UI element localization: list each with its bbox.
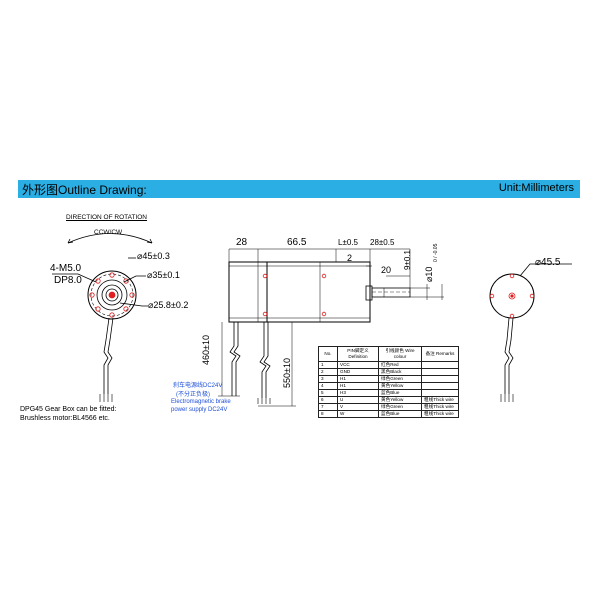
rotation-arrow: [67, 233, 153, 244]
gearbox-note-1: DPG45 Gear Box can be fitted:: [20, 406, 117, 413]
cell-definition: W: [337, 410, 379, 418]
cell-wire-colour: 黄色Yellow: [378, 396, 422, 404]
lead-main-length: 550±10: [282, 358, 292, 388]
cell-remarks: 粗线Thick wire: [421, 403, 459, 411]
cell-remarks: 粗线Thick wire: [421, 410, 459, 418]
cell-remarks: 粗线Thick wire: [421, 396, 459, 404]
unit-label: Unit:Millimeters: [498, 182, 574, 194]
cell-remarks: [421, 361, 459, 369]
cell-definition: V: [337, 403, 379, 411]
brake-note-en-1: Electromagnetic brake: [171, 399, 231, 405]
cell-definition: U: [337, 396, 379, 404]
dim-shaft-diameter: ⌀10: [424, 266, 434, 282]
cell-definition: H1: [337, 375, 379, 383]
dim-9: 9±0.1: [403, 250, 412, 270]
col-header-no: No.: [318, 346, 338, 362]
dim-shaft-tolerance: 0 / -0.05: [433, 243, 439, 262]
cell-remarks: [421, 375, 459, 383]
rotation-title: DIRECTION OF ROTATION: [66, 214, 148, 221]
dim-shaft-length: 28±0.5: [370, 238, 395, 247]
dim-20: 20: [381, 265, 392, 275]
col-header-wire-colour: 引线颜色 Wire colour: [378, 346, 422, 362]
section-title: 外形图Outline Drawing:: [22, 183, 147, 197]
brake-note-cn-1: 刹车电源线DC24V: [173, 383, 223, 389]
cell-no: 6: [318, 396, 338, 404]
depth-label: DP8.0: [54, 275, 82, 286]
brake-note-en-2: power supply DC24V: [171, 407, 228, 413]
rear-view: [489, 263, 572, 402]
lead-brake-length: 460±10: [201, 335, 211, 365]
cell-no: 4: [318, 382, 338, 390]
cell-definition: H1: [337, 382, 379, 390]
cell-no: 7: [318, 403, 338, 411]
table-header-row: No. PIN脚定义 Definition 引线颜色 Wire colour 备…: [318, 346, 459, 362]
pcd-label: ⌀45±0.3: [137, 251, 170, 261]
dim-l: L±0.5: [338, 238, 358, 247]
cell-remarks: [421, 389, 459, 397]
dim-28: 28: [236, 237, 248, 248]
section-header-bar: 外形图Outline Drawing: Unit:Millimeters: [18, 180, 580, 198]
cell-no: 5: [318, 389, 338, 397]
gearbox-note-2: Brushless motor:BL4566 etc.: [20, 415, 110, 422]
side-view: [218, 248, 444, 407]
cell-wire-colour: 黄色Yellow: [378, 382, 422, 390]
cell-no: 1: [318, 361, 338, 369]
cell-wire-colour: 蓝色Blue: [378, 410, 422, 418]
cell-remarks: [421, 382, 459, 390]
cell-definition: H3: [337, 389, 379, 397]
cell-wire-colour: 绿色Green: [378, 403, 422, 411]
pilot-diameter-label: ⌀35±0.1: [147, 270, 180, 280]
thread-label: 4-M5.0: [50, 263, 82, 274]
col-header-definition: PIN脚定义 Definition: [337, 346, 379, 362]
cell-wire-colour: 蓝色Blue: [378, 389, 422, 397]
cell-wire-colour: 红色Red: [378, 361, 422, 369]
front-view: [52, 233, 153, 402]
cell-definition: VCC: [337, 361, 379, 369]
col-header-remarks: 备注 Remarks: [421, 346, 459, 362]
rear-diameter-label: ⌀45.5: [535, 257, 561, 268]
cell-definition: GND: [337, 368, 379, 376]
cell-no: 2: [318, 368, 338, 376]
rotation-value: CCW/CW: [94, 229, 123, 236]
cell-no: 3: [318, 375, 338, 383]
cell-wire-colour: 黑色Black: [378, 368, 422, 376]
cell-wire-colour: 绿色Green: [378, 375, 422, 383]
dim-66-5: 66.5: [287, 237, 307, 248]
cell-no: 8: [318, 410, 338, 418]
dim-2: 2: [347, 253, 353, 263]
brake-note-cn-2: (不分正负极): [176, 392, 210, 398]
cell-remarks: [421, 368, 459, 376]
pin-definition-table: No. PIN脚定义 Definition 引线颜色 Wire colour 备…: [318, 346, 459, 418]
shaft-circle-label: ⌀25.8±0.2: [148, 300, 189, 310]
